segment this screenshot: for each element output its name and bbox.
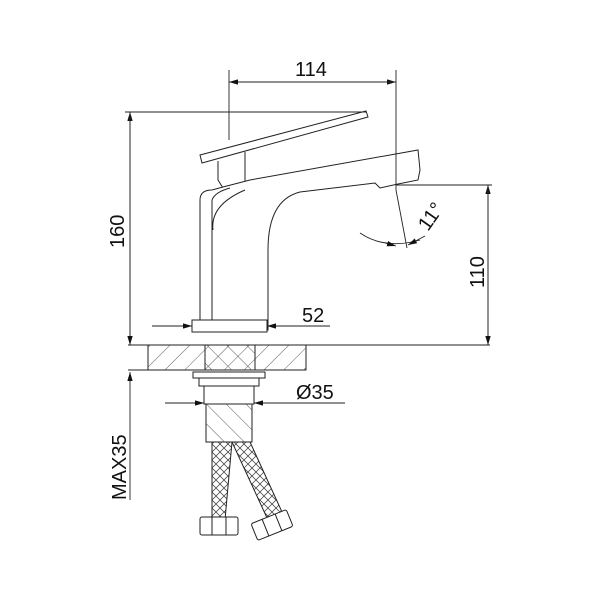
dim-max-thickness: MAX35 bbox=[109, 434, 131, 500]
dim-base-width: 52 bbox=[302, 305, 324, 327]
dim-total-height: 160 bbox=[107, 215, 129, 248]
dim-spout-reach: 114 bbox=[295, 59, 327, 81]
dim-spout-height: 110 bbox=[467, 256, 489, 288]
dim-spout-angle: 11° bbox=[414, 199, 449, 235]
dim-thread-diameter: Ø35 bbox=[296, 382, 334, 404]
